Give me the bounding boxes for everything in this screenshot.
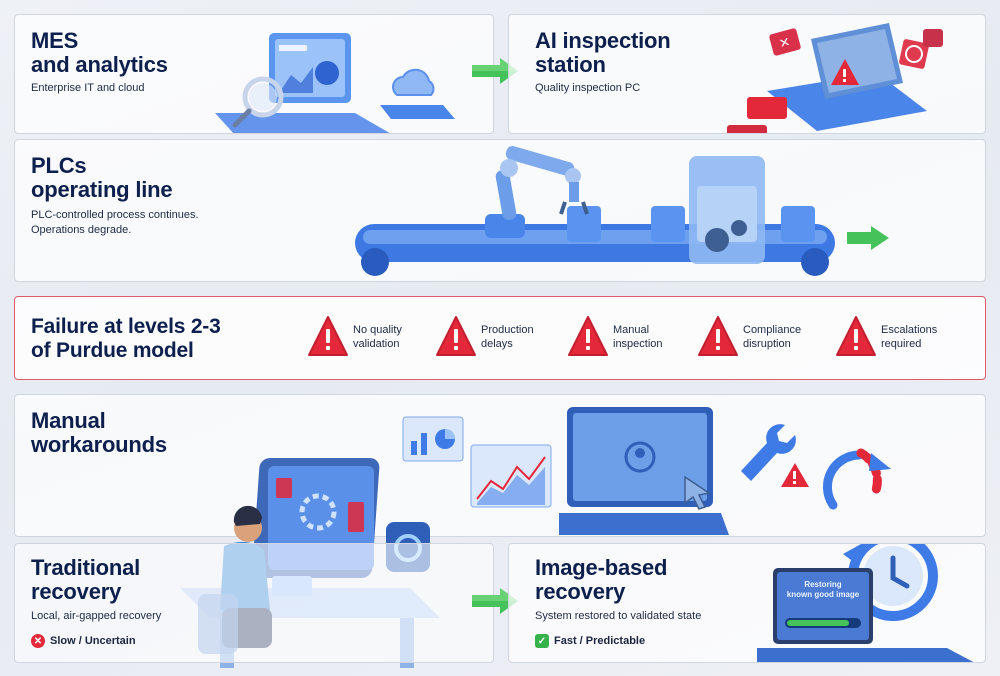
mes-title: MES and analytics [31,29,168,77]
manual-panel: Manual workarounds [14,394,986,537]
traditional-status: ✕ Slow / Uncertain [31,634,136,648]
plc-subtitle-line1: PLC-controlled process continues. [31,209,199,221]
manual-title-line2: workarounds [31,432,167,457]
traditional-title-line2: recovery [31,579,122,604]
traditional-subtitle: Local, air-gapped recovery [31,610,162,622]
plc-subtitle: PLC-controlled process continues. Operat… [31,208,199,238]
manual-title: Manual workarounds [31,409,167,457]
image-title-line2: recovery [535,579,626,604]
image-title: Image-based recovery [535,556,667,604]
mes-subtitle: Enterprise IT and cloud [31,82,145,94]
flow-arrow-bottom [472,588,518,614]
check-icon: ✓ [535,634,549,648]
restore-screen-line1: Restoring [804,580,842,589]
warning-icon [568,316,608,356]
traditional-status-label: Slow / Uncertain [50,635,136,647]
laptop-icon [559,407,729,535]
x-icon: ✕ [31,634,45,648]
plc-title: PLCs operating line [31,153,173,202]
failure-item-label: No quality validation [353,324,402,350]
image-subtitle: System restored to validated state [535,610,702,622]
failure-item-label: Manual inspection [613,324,663,350]
restore-screen-text: Restoring known good image [779,580,867,600]
image-panel: Image-based recovery System restored to … [508,543,986,663]
mes-panel: MES and analytics Enterprise IT and clou… [14,14,494,134]
clock-restore-icon [757,544,974,662]
failure-item-label: Production delays [481,324,534,350]
image-status-label: Fast / Predictable [554,635,646,647]
warning-icon [436,316,476,356]
failure-item-label: Compliance disruption [743,324,802,350]
restore-screen-line2: known good image [786,590,860,599]
robot-arm-icon [485,146,589,238]
analytics-illustration [215,33,455,133]
ai-title: AI inspection station [535,29,671,77]
warning-icon [308,316,348,356]
ai-title-line2: station [535,52,606,77]
conveyor-icon [355,156,835,276]
failure-title-line2: of Purdue model [31,339,194,362]
warning-icon [698,316,738,356]
ai-subtitle: Quality inspection PC [535,82,641,94]
failure-panel: Failure at levels 2-3 of Purdue model No… [14,296,986,380]
ai-title-line1: AI inspection [535,28,671,53]
image-status: ✓ Fast / Predictable [535,634,645,648]
mes-title-line2: and analytics [31,52,168,77]
wrench-icon [741,424,891,510]
failure-item-label: Escalations required [881,324,938,350]
chart-icon [402,416,552,508]
mes-title-line1: MES [31,28,79,53]
failure-items: No quality validation Production delays … [15,315,985,365]
flow-arrow-plc [847,226,889,250]
plc-title-line1: PLCs [31,153,87,178]
ai-panel: AI inspection station Quality inspection… [508,14,986,134]
cloud-icon [380,68,455,119]
plc-title-line2: operating line [31,177,173,202]
plc-panel: PLCs operating line PLC-controlled proce… [14,139,986,282]
manual-title-line1: Manual [31,408,106,433]
image-title-line1: Image-based [535,555,668,580]
laptop-alert-icon: ✕ [727,23,943,133]
traditional-title: Traditional recovery [31,556,140,604]
flow-arrow-top [472,58,518,84]
traditional-panel: Traditional recovery Local, air-gapped r… [14,543,494,663]
refresh-icon [822,448,891,510]
warning-icon [836,316,876,356]
svg-text:✕: ✕ [778,35,792,52]
plc-subtitle-line2: Operations degrade. [31,224,132,236]
failure-title-line1: Failure at levels 2-3 [31,315,221,338]
traditional-title-line1: Traditional [31,555,141,580]
magnifier-icon [232,76,284,128]
failure-title: Failure at levels 2-3 of Purdue model [31,315,221,363]
